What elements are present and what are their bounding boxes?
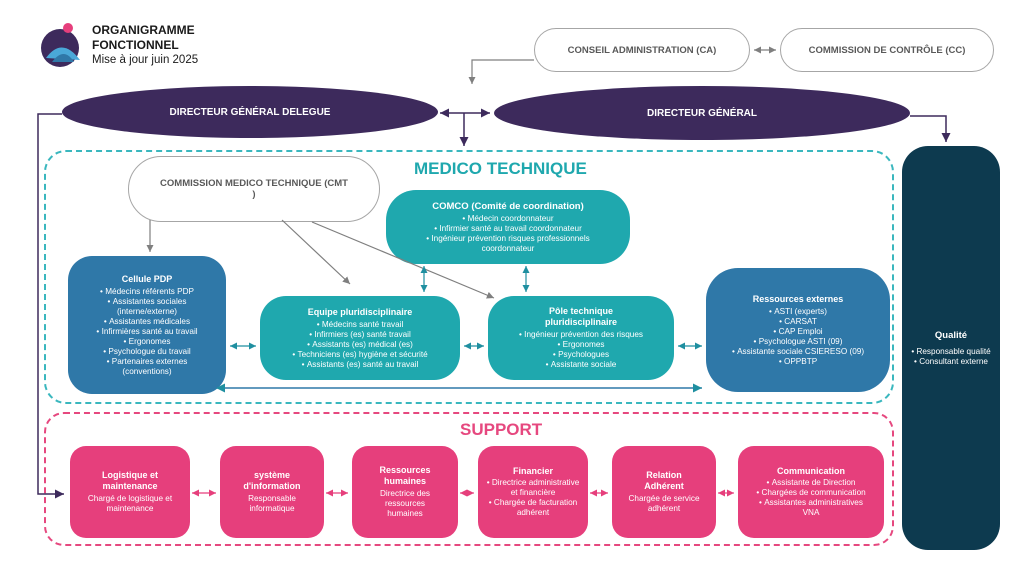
list-item: OPPBTP [732, 357, 864, 367]
unit-list: Directrice administrative et financière … [485, 478, 581, 518]
equipe-list: Médecins santé travail Infirmiers (es) s… [292, 320, 428, 370]
list-item: Psychologue du travail [82, 347, 212, 357]
unit-desc: Chargé de logistique et maintenance [87, 494, 173, 513]
logo [40, 22, 86, 70]
pole-list: Ingénieur prévention des risques Ergonom… [519, 330, 643, 370]
dg-box[interactable]: DIRECTEUR GÉNÉRAL [494, 86, 910, 140]
qualite-list: Responsable qualité Consultant externe [911, 347, 991, 367]
header-title-line1: ORGANIGRAMME [92, 23, 195, 37]
list-item: Médecins référents PDP [82, 287, 212, 297]
support-unit-financier[interactable]: Financier Directrice administrative et f… [478, 446, 588, 538]
list-item: Chargée de facturation adhérent [485, 498, 581, 518]
list-item: Assistante de Direction [751, 478, 871, 488]
unit-list: Assistante de Direction Chargées de comm… [751, 478, 871, 518]
unit-title: système d'information [243, 470, 301, 491]
list-item: Assistantes sociales (interne/externe) [82, 297, 212, 317]
list-item: CARSAT [732, 317, 864, 327]
list-item: Médecin coordonnateur [408, 214, 608, 224]
comco-list: Médecin coordonnateur Infirmier santé au… [408, 214, 608, 254]
cc-label: COMMISSION DE CONTRÔLE (CC) [808, 44, 966, 56]
cmt-box[interactable]: COMMISSION MEDICO TECHNIQUE (CMT ) [128, 156, 380, 222]
cc-box[interactable]: COMMISSION DE CONTRÔLE (CC) [780, 28, 994, 72]
cellule-list: Médecins référents PDP Assistantes socia… [82, 287, 212, 377]
header-title: ORGANIGRAMME FONCTIONNEL Mise à jour jui… [92, 23, 198, 68]
ca-box[interactable]: CONSEIL ADMINISTRATION (CA) [534, 28, 750, 72]
support-unit-relation[interactable]: Relation Adhérent Chargée de service adh… [612, 446, 716, 538]
support-unit-communication[interactable]: Communication Assistante de Direction Ch… [738, 446, 884, 538]
ca-label: CONSEIL ADMINISTRATION (CA) [567, 44, 717, 56]
list-item: Assistante sociale [519, 360, 643, 370]
unit-title: Communication [776, 466, 845, 476]
list-item: Techniciens (es) hygiène et sécurité [292, 350, 428, 360]
equipe-box[interactable]: Equipe pluridisciplinaire Médecins santé… [260, 296, 460, 380]
support-unit-rh[interactable]: Ressources humaines Directrice des resso… [352, 446, 458, 538]
list-item: Directrice administrative et financière [485, 478, 581, 498]
cmt-label: COMMISSION MEDICO TECHNIQUE (CMT ) [160, 178, 348, 200]
header-title-line2: FONCTIONNEL [92, 38, 179, 52]
list-item: Partenaires externes (conventions) [82, 357, 212, 377]
support-title: SUPPORT [460, 420, 543, 439]
list-item: Assistants (es) médical (es) [292, 340, 427, 350]
list-item: Ingénieur prévention risques professionn… [408, 234, 608, 254]
list-item: Psychologues [519, 350, 643, 360]
list-item: Ingénieur prévention des risques [519, 330, 643, 340]
list-item: Assistantes administratives VNA [751, 498, 871, 518]
list-item: ASTI (experts) [732, 307, 864, 317]
connector-dg-qualite [910, 115, 951, 142]
unit-title: Logistique et maintenance [102, 470, 158, 491]
list-item: Assistante sociale CSIERESO (09) [732, 347, 864, 357]
list-item: Assistants (es) santé au travail [292, 360, 427, 370]
support-unit-si[interactable]: système d'information Responsable inform… [220, 446, 324, 538]
dg-label: DIRECTEUR GÉNÉRAL [646, 107, 757, 119]
list-item: Ergonomes [519, 340, 643, 350]
ressources-title: Ressources externes [752, 293, 844, 304]
equipe-title: Equipe pluridisciplinaire [307, 306, 413, 317]
dgd-box[interactable]: DIRECTEUR GÉNÉRAL DELEGUE [62, 86, 438, 138]
unit-title: Relation Adhérent [644, 470, 684, 491]
unit-title: Ressources humaines [379, 465, 431, 486]
qualite-box[interactable]: Qualité Responsable qualité Consultant e… [902, 146, 1000, 550]
list-item: Assistantes médicales [82, 317, 212, 327]
list-item: Psychologue ASTI (09) [732, 337, 864, 347]
list-item: Médecins santé travail [292, 320, 427, 330]
unit-title: Financier [512, 466, 553, 476]
comco-box[interactable]: COMCO (Comité de coordination) Médecin c… [386, 190, 630, 264]
ressources-list: ASTI (experts) CARSAT CAP Emploi Psychol… [732, 307, 864, 367]
list-item: Chargées de communication [751, 488, 871, 498]
header-subtitle: Mise à jour juin 2025 [92, 54, 199, 66]
cellule-pdp-box[interactable]: Cellule PDP Médecins référents PDP Assis… [68, 256, 226, 394]
unit-desc: Chargée de service adhérent [628, 494, 700, 513]
list-item: Infirmières santé au travail [82, 327, 212, 337]
list-item: Ergonomes [82, 337, 212, 347]
dgd-label: DIRECTEUR GÉNÉRAL DELEGUE [169, 106, 331, 118]
list-item: Infirmier santé au travail coordonnateur [408, 224, 608, 234]
list-item: Responsable qualité [911, 347, 991, 357]
list-item: CAP Emploi [732, 327, 864, 337]
unit-desc: Responsable informatique [248, 494, 296, 513]
support-unit-logistique[interactable]: Logistique et maintenance Chargé de logi… [70, 446, 190, 538]
list-item: Infirmiers (es) santé travail [292, 330, 427, 340]
qualite-title: Qualité [934, 329, 968, 341]
medico-title: MEDICO TECHNIQUE [414, 159, 587, 178]
unit-desc: Directrice des ressources humaines [379, 489, 431, 518]
cellule-title: Cellule PDP [121, 273, 173, 284]
pole-box[interactable]: Pôle technique pluridisciplinaire Ingéni… [488, 296, 674, 380]
comco-title: COMCO (Comité de coordination) [432, 200, 584, 212]
pole-title: Pôle technique pluridisciplinaire [544, 306, 618, 327]
connector-ca-down [468, 59, 534, 84]
ressources-externes-box[interactable]: Ressources externes ASTI (experts) CARSA… [706, 268, 890, 392]
list-item: Consultant externe [911, 357, 991, 367]
